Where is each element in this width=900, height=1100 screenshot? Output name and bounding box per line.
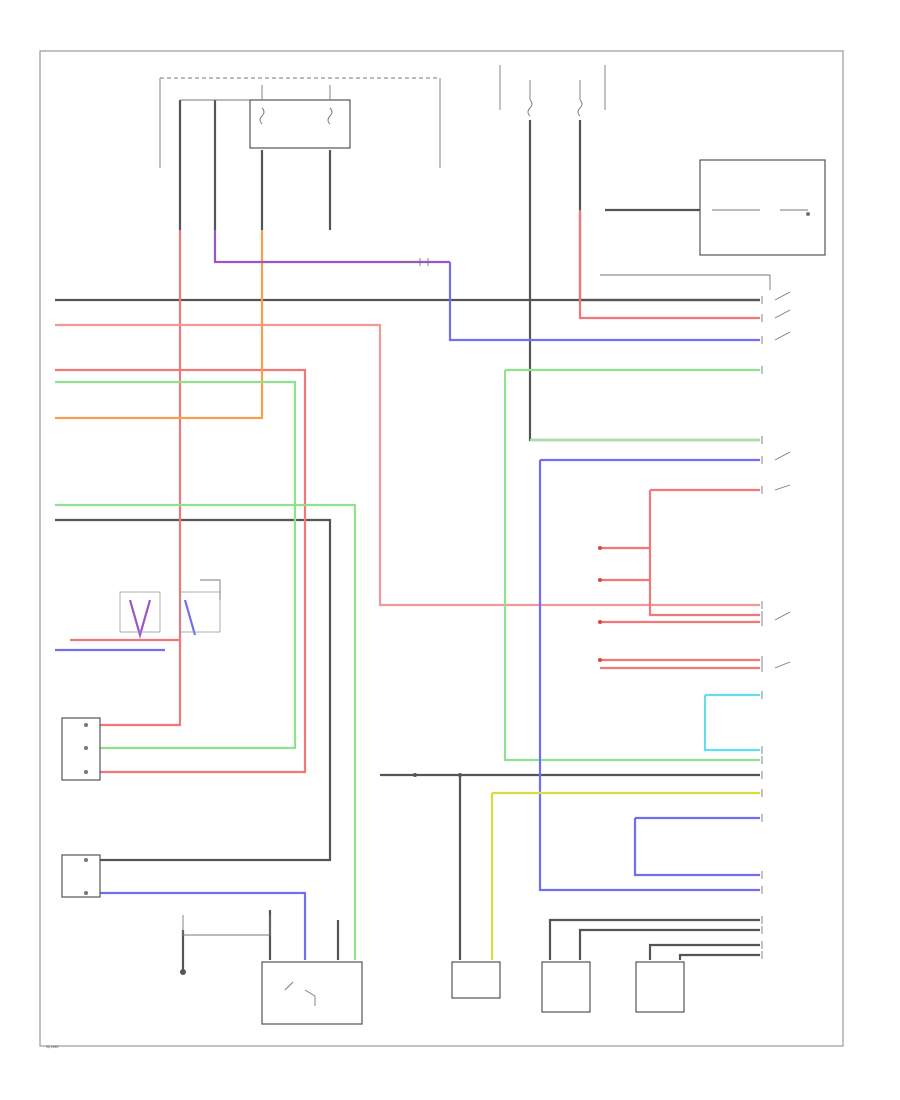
diagram-id-label: W/19BE <box>46 1045 58 1049</box>
blue-wires <box>55 230 760 960</box>
diagram-frame <box>39 50 844 1047</box>
left-relays <box>119 579 221 633</box>
blower-motor-resistor-pins <box>84 723 88 774</box>
blower-motor-resistor <box>61 717 101 781</box>
black-wires <box>55 99 760 970</box>
fuse-block-outline <box>159 65 606 168</box>
ground-lead <box>182 915 271 936</box>
relay-lead <box>600 274 771 290</box>
cyan-wires <box>703 693 760 752</box>
power-transistor-symbol <box>284 981 316 1006</box>
ground-component <box>451 961 501 999</box>
fuse-symbol <box>259 80 583 125</box>
yellow-wires <box>490 791 760 960</box>
green-wires <box>55 368 760 960</box>
ground-symbol <box>180 969 186 975</box>
power-transistor <box>261 961 363 1025</box>
red-wires <box>55 210 760 774</box>
relay-module-top <box>699 159 826 256</box>
radiator-fan-motor <box>635 961 685 1013</box>
front-blower-motor-pins <box>84 858 88 895</box>
orange-wires <box>55 230 264 420</box>
condenser-fan-motor <box>541 961 591 1013</box>
relay-module-top-switch <box>712 209 810 216</box>
front-blower-motor <box>61 854 101 898</box>
inline-connectors <box>400 258 602 777</box>
relay-box <box>249 99 351 149</box>
